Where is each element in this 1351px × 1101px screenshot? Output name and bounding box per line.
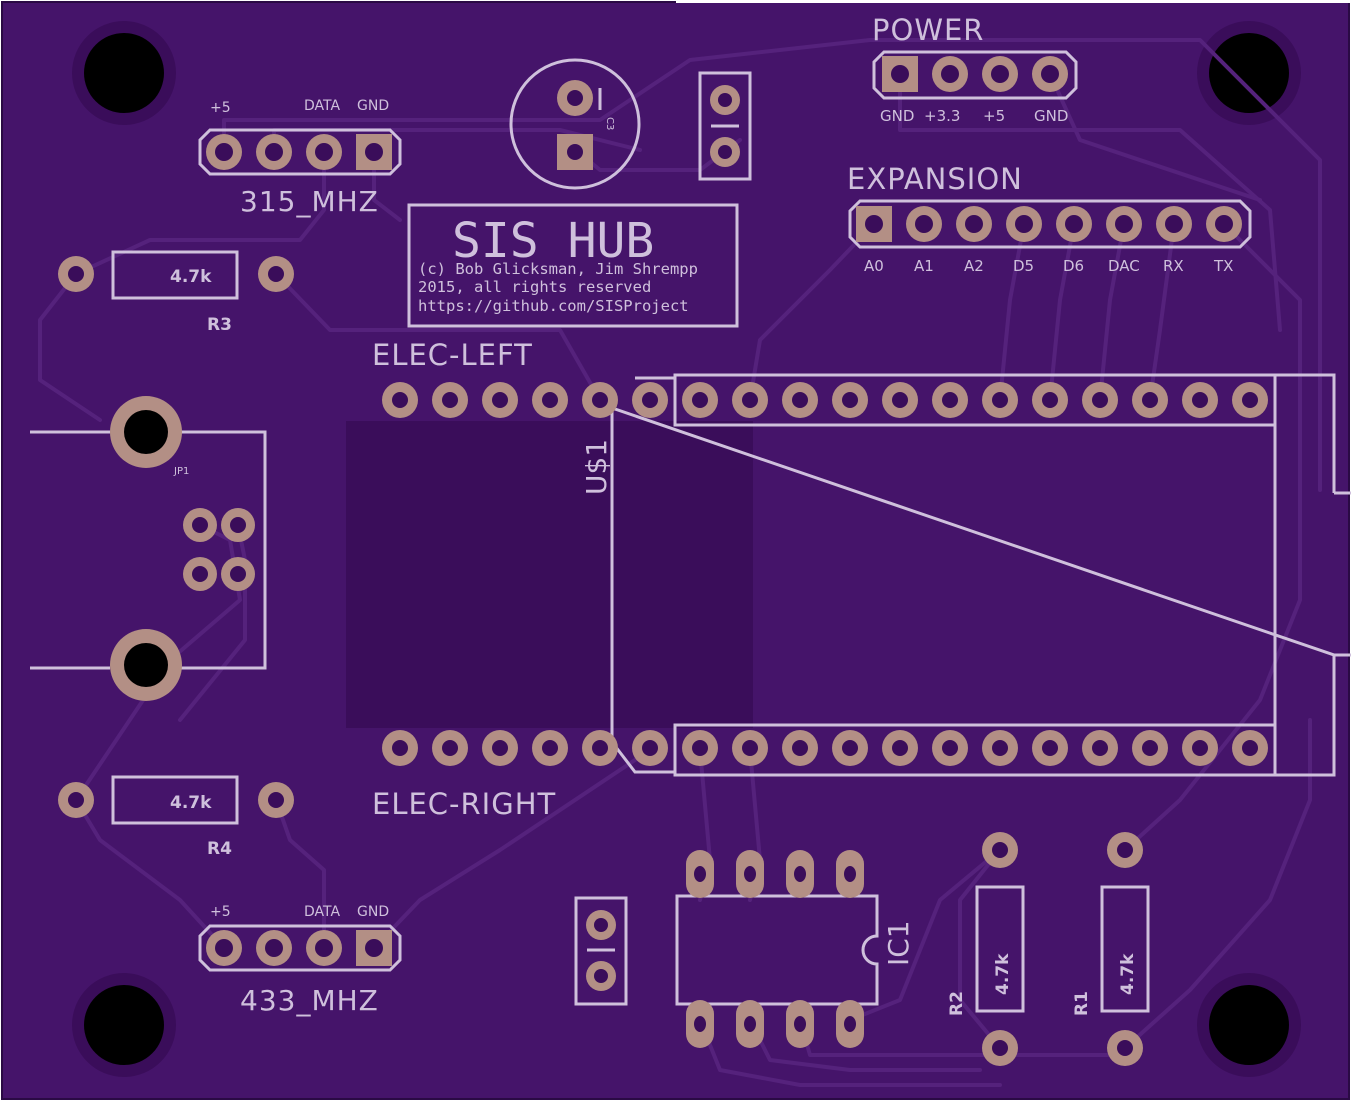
expansion-header: EXPANSION A0 A1 A2 D5 D6 DAC RX TX bbox=[847, 162, 1252, 275]
module-pin-hole bbox=[692, 740, 708, 756]
module-pin-hole bbox=[392, 740, 408, 756]
expansion-pin-4: D5 bbox=[1013, 257, 1034, 275]
module-pin-hole bbox=[442, 740, 458, 756]
expansion-pin-8: TX bbox=[1213, 257, 1233, 275]
module-pin-hole bbox=[942, 740, 958, 756]
r4-label: R4 bbox=[207, 839, 232, 859]
r3-label: R3 bbox=[207, 315, 232, 335]
module-pin-hole bbox=[792, 740, 808, 756]
r4-value: 4.7k bbox=[170, 793, 212, 813]
module-pin-hole bbox=[742, 740, 758, 756]
elec-left-pads bbox=[382, 382, 1268, 418]
elec-left-label: ELEC-LEFT bbox=[372, 338, 533, 372]
module-pin-hole bbox=[1042, 740, 1058, 756]
module-pin-hole bbox=[1142, 392, 1158, 408]
module-pin-hole bbox=[842, 392, 858, 408]
rx433-pin-data: DATA bbox=[304, 904, 340, 920]
rx433-header: +5 DATA GND 433_MHZ bbox=[198, 904, 402, 1017]
expansion-pin-1: A0 bbox=[864, 257, 884, 275]
module-u1: ELEC-LEFT ELEC-RIGHT U$1 bbox=[372, 338, 1351, 821]
power-header: POWER GND +3.3 +5 GND bbox=[872, 13, 1078, 125]
module-pin-hole bbox=[542, 392, 558, 408]
copyright-line: (c) Bob Glicksman, Jim Shrempp bbox=[418, 260, 698, 278]
expansion-pin-6: DAC bbox=[1108, 257, 1140, 275]
resistor-r2: 4.7k R2 bbox=[947, 832, 1025, 1066]
board-title: SIS HUB bbox=[452, 213, 654, 269]
power-pin-4: GND bbox=[1034, 107, 1068, 125]
cap-mark: C3 bbox=[604, 117, 615, 130]
ic1-label: IC1 bbox=[882, 920, 915, 966]
jp1-label: JP1 bbox=[173, 466, 189, 477]
jumper-bottom bbox=[574, 896, 628, 1006]
resistor-r4: 4.7k R4 bbox=[58, 775, 294, 859]
mounting-holes bbox=[72, 21, 1301, 1077]
r2-label: R2 bbox=[947, 991, 967, 1016]
module-pin-hole bbox=[892, 740, 908, 756]
module-pin-hole bbox=[1242, 740, 1258, 756]
expansion-label: EXPANSION bbox=[847, 162, 1023, 196]
capacitor-c3: C3 bbox=[509, 58, 641, 190]
module-pin-hole bbox=[492, 392, 508, 408]
module-pin-hole bbox=[1242, 392, 1258, 408]
r2-value: 4.7k bbox=[993, 953, 1013, 995]
r1-label: R1 bbox=[1072, 991, 1092, 1016]
power-pin-1: GND bbox=[880, 107, 914, 125]
power-pin-3: +5 bbox=[983, 107, 1005, 125]
rx315-pin-gnd: GND bbox=[357, 98, 389, 114]
r3-value: 4.7k bbox=[170, 267, 212, 287]
module-pin-hole bbox=[442, 392, 458, 408]
module-pin-hole bbox=[1192, 740, 1208, 756]
title-block: SIS HUB (c) Bob Glicksman, Jim Shrempp 2… bbox=[407, 203, 739, 328]
jumper-top bbox=[698, 71, 752, 181]
module-pin-hole bbox=[992, 392, 1008, 408]
rights-line: 2015, all rights reserved bbox=[418, 278, 651, 296]
module-pin-hole bbox=[1042, 392, 1058, 408]
expansion-pin-3: A2 bbox=[964, 257, 984, 275]
resistor-r3: 4.7k R3 bbox=[58, 250, 294, 335]
resistor-r1: 4.7k R1 bbox=[1072, 832, 1150, 1066]
module-pin-hole bbox=[942, 392, 958, 408]
module-pin-hole bbox=[642, 392, 658, 408]
rx433-pin-gnd: GND bbox=[357, 904, 389, 920]
module-pin-hole bbox=[642, 740, 658, 756]
module-pin-hole bbox=[1092, 392, 1108, 408]
module-pin-hole bbox=[392, 392, 408, 408]
module-pin-hole bbox=[1192, 392, 1208, 408]
module-pin-hole bbox=[542, 740, 558, 756]
elec-right-pads bbox=[382, 730, 1268, 766]
module-pin-hole bbox=[992, 740, 1008, 756]
ic1: IC1 bbox=[675, 850, 915, 1048]
elec-right-label: ELEC-RIGHT bbox=[372, 787, 556, 821]
module-pin-hole bbox=[842, 740, 858, 756]
r1-value: 4.7k bbox=[1118, 953, 1138, 995]
module-pin-hole bbox=[592, 392, 608, 408]
rx315-pads bbox=[206, 134, 392, 170]
expansion-pin-5: D6 bbox=[1063, 257, 1084, 275]
rx315-header: +5 DATA GND 315_MHZ bbox=[198, 98, 402, 218]
module-pin-hole bbox=[692, 392, 708, 408]
expansion-pin-2: A1 bbox=[914, 257, 934, 275]
power-pin-2: +3.3 bbox=[924, 107, 960, 125]
module-shadow bbox=[346, 421, 753, 728]
module-pin-hole bbox=[492, 740, 508, 756]
ic1-pins bbox=[686, 850, 864, 1048]
module-pin-hole bbox=[1092, 740, 1108, 756]
jack-jp1: JP1 bbox=[30, 396, 267, 701]
rx315-pin-plus: +5 bbox=[210, 100, 231, 116]
module-label: U$1 bbox=[580, 439, 613, 495]
module-pin-hole bbox=[792, 392, 808, 408]
module-pin-hole bbox=[592, 740, 608, 756]
module-pin-hole bbox=[742, 392, 758, 408]
rx433-label: 433_MHZ bbox=[240, 984, 379, 1017]
rx315-pin-data: DATA bbox=[304, 98, 340, 114]
rx433-pin-plus: +5 bbox=[210, 904, 231, 920]
url-line: https://github.com/SISProject bbox=[418, 297, 689, 315]
rx315-label: 315_MHZ bbox=[240, 185, 379, 218]
module-pin-hole bbox=[1142, 740, 1158, 756]
power-label: POWER bbox=[872, 13, 984, 47]
module-pin-hole bbox=[892, 392, 908, 408]
expansion-pin-7: RX bbox=[1163, 257, 1184, 275]
